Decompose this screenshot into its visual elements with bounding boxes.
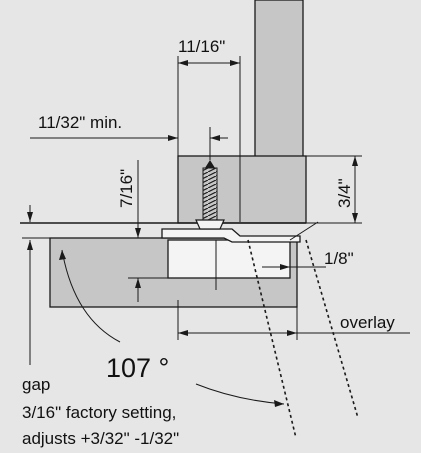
label-gap-note-2: adjusts +3/32" -1/32" <box>22 429 179 448</box>
label-gap: gap <box>22 375 50 394</box>
dim-1-8 <box>262 221 326 270</box>
door-swing-line-inner <box>247 239 297 439</box>
label-1-8: 1/8" <box>324 249 354 268</box>
dim-7-16 <box>125 160 162 239</box>
angle-arc-upper <box>61 249 121 343</box>
dim-11-16 <box>177 56 241 222</box>
label-overlay: overlay <box>340 313 395 332</box>
label-3-4: 3/4" <box>335 178 354 208</box>
dim-11-32-min <box>30 135 228 141</box>
mounting-block <box>177 155 307 224</box>
hinge-arm-plate <box>161 228 301 243</box>
label-gap-note-1: 3/16" factory setting, <box>22 403 176 422</box>
label-11-16: 11/16" <box>178 37 225 56</box>
screw-icon <box>195 160 225 230</box>
door-swing-line-outer <box>305 239 359 419</box>
dim-3-4 <box>306 155 362 224</box>
dim-overlay <box>177 300 410 340</box>
angle-arc-lower <box>195 383 285 405</box>
label-angle: 107 ° <box>106 353 169 383</box>
label-11-32-min: 11/32" min. <box>38 113 122 132</box>
label-7-16: 7/16" <box>117 169 136 208</box>
gap-marks <box>22 205 168 365</box>
hinge-cup <box>167 239 291 279</box>
